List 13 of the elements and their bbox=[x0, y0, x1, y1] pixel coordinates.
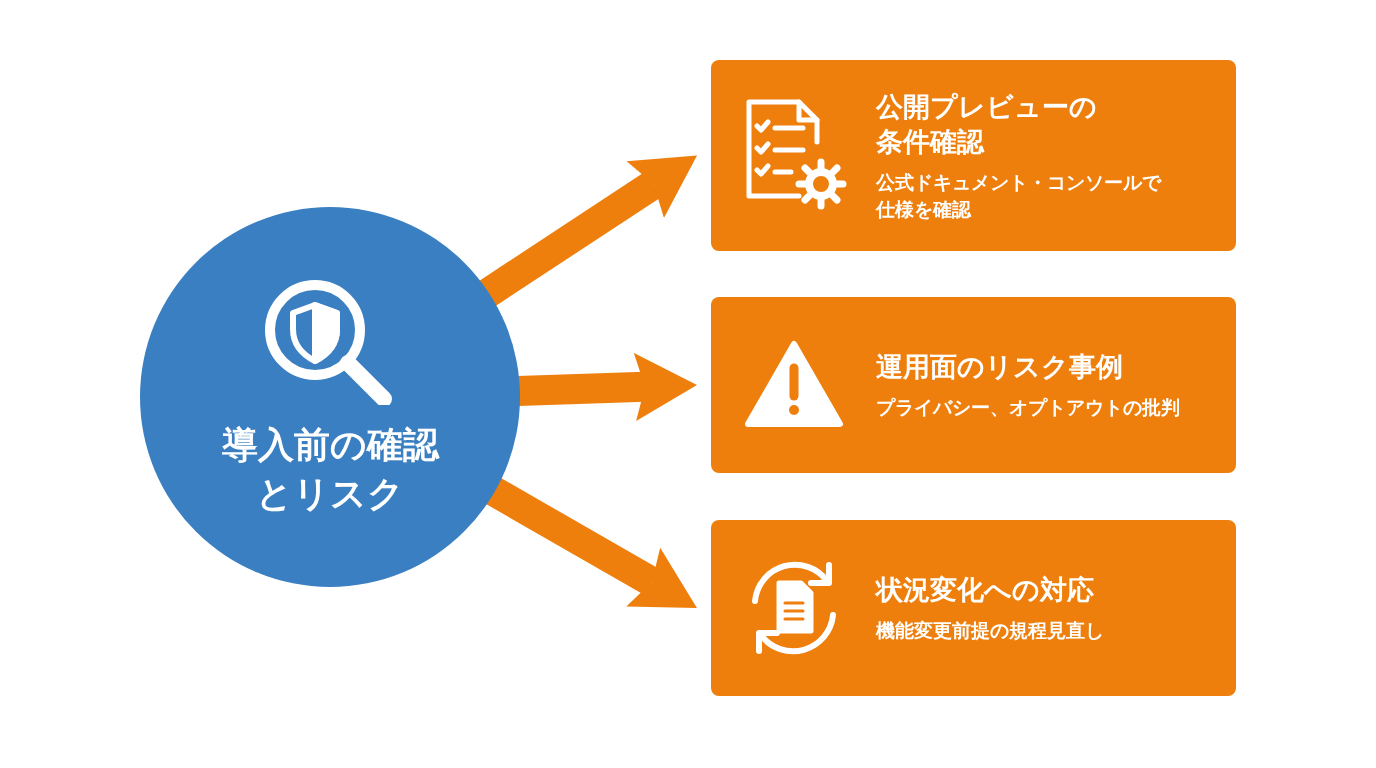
card-title: 状況変化への対応 bbox=[876, 573, 1095, 608]
topic-card bbox=[711, 60, 1236, 251]
arrow bbox=[517, 353, 697, 421]
topic-card bbox=[711, 297, 1236, 473]
topic-card bbox=[711, 520, 1236, 696]
card-description: プライバシー、オプトアウトの批判 bbox=[876, 395, 1181, 421]
card-description: 公式ドキュメント・コンソールで仕様を確認 bbox=[876, 170, 1163, 222]
card-title: 公開プレビューの条件確認 bbox=[876, 89, 1098, 159]
arrow bbox=[485, 477, 697, 609]
card-title: 運用面のリスク事例 bbox=[876, 350, 1124, 385]
card-description: 機能変更前提の規程見直し bbox=[876, 618, 1105, 644]
topic-title: 導入前の確認とリスク bbox=[220, 423, 441, 516]
arrow bbox=[478, 155, 698, 307]
